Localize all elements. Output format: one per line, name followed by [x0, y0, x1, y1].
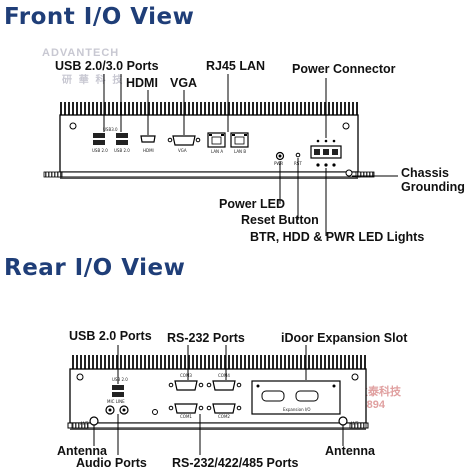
antenna-right-connector[interactable]	[338, 416, 348, 426]
com1-mark: COM1	[180, 414, 192, 419]
label-rear-usb-ports: USB 2.0 Ports	[69, 329, 152, 343]
com4-mark: COM4	[218, 373, 230, 378]
usb20-mark-b: USB 2.0	[114, 148, 130, 153]
usb20-port-stack-a[interactable]	[116, 133, 128, 145]
com2-mark: COM2	[218, 414, 230, 419]
ant-right-mark: ANT	[350, 421, 359, 426]
label-usb-ports: USB 2.0/3.0 Ports	[55, 59, 159, 73]
com2-port[interactable]	[206, 403, 242, 414]
rear-heatsink-fins	[70, 355, 366, 370]
com3-port[interactable]	[168, 380, 204, 391]
expansion-mark: Expansion I/O	[283, 407, 311, 412]
label-chassis-grounding: Chassis Grounding	[401, 166, 465, 194]
usb30-port-stack[interactable]	[93, 133, 105, 145]
label-antenna-right: Antenna	[325, 444, 375, 458]
usb20-mark-a: USB 2.0	[92, 148, 108, 153]
rear-feet	[67, 422, 369, 429]
label-idoor-slot: iDoor Expansion Slot	[281, 331, 408, 345]
usb30-mark: USB3.0	[103, 127, 118, 132]
rear-right-bracket	[349, 422, 367, 429]
lan-a-port[interactable]	[207, 132, 226, 148]
audio-mark: MIC LINE	[107, 399, 125, 404]
label-power-connector: Power Connector	[292, 62, 396, 76]
idoor-expansion-slot[interactable]	[251, 380, 341, 415]
label-antenna-left: Antenna	[57, 444, 107, 458]
label-audio-ports: Audio Ports	[76, 456, 147, 470]
chassis-ground-screw	[345, 169, 353, 177]
rear-leader-lines	[93, 345, 344, 455]
front-leader-lines	[103, 74, 398, 236]
label-rs232-ports: RS-232 Ports	[167, 331, 245, 345]
label-hdmi: HDMI	[126, 76, 158, 90]
front-screw-right	[342, 122, 350, 130]
label-rj45-lan: RJ45 LAN	[206, 59, 266, 73]
status-led-lights	[316, 163, 336, 167]
hdmi-port[interactable]	[140, 135, 156, 143]
audio-ports[interactable]	[105, 405, 129, 415]
hdmi-mark: HDMI	[143, 148, 154, 153]
label-vga: VGA	[170, 76, 198, 90]
com3-mark: COM3	[180, 373, 192, 378]
advantech-watermark: ADVANTECH	[42, 47, 120, 59]
label-rs485-ports: RS-232/422/485 Ports	[172, 456, 299, 470]
reset-button[interactable]	[295, 152, 301, 158]
label-led-lights: BTR, HDD & PWR LED Lights	[250, 230, 425, 244]
lan-b-mark: LAN B	[234, 149, 246, 154]
front-right-bracket	[355, 171, 375, 178]
front-feet	[57, 171, 361, 178]
lan-b-port[interactable]	[230, 132, 249, 148]
advantech-watermark-cn: 研 華 科 技	[62, 75, 125, 86]
front-heatsink-fins	[60, 102, 358, 116]
antenna-left-connector[interactable]	[89, 416, 99, 426]
rear-left-bracket	[71, 422, 89, 429]
front-io-heading: Front I/O View	[4, 4, 195, 30]
vga-mark: VGA	[178, 148, 187, 153]
front-left-bracket	[43, 171, 63, 178]
power-connector[interactable]	[310, 139, 342, 159]
label-reset-button: Reset Button	[241, 213, 319, 227]
ant-left-mark: ANT	[80, 421, 89, 426]
vga-port[interactable]	[167, 135, 201, 146]
com1-port[interactable]	[168, 403, 204, 414]
front-screw-left	[69, 122, 77, 130]
label-power-led: Power LED	[219, 197, 285, 211]
rear-usb-mark: USB 2.0	[112, 377, 128, 382]
pwr-mark: PWR	[274, 161, 283, 166]
lan-a-mark: LAN A	[211, 149, 223, 154]
rear-io-heading: Rear I/O View	[4, 255, 186, 281]
com4-port[interactable]	[206, 380, 242, 391]
rear-usb-port-stack[interactable]	[112, 385, 124, 397]
